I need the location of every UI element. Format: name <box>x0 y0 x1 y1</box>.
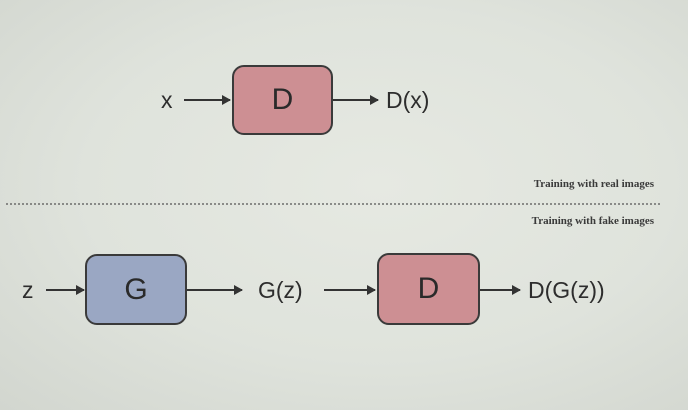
caption-real-images: Training with real images <box>533 178 654 190</box>
output-dgz-label: D(G(z)) <box>528 277 605 303</box>
gz-label: G(z) <box>258 277 303 303</box>
discriminator-label: D <box>271 83 294 116</box>
input-z-label: z <box>22 277 34 303</box>
generator-box: G <box>85 254 187 325</box>
discriminator-box-fake: D <box>377 253 480 325</box>
caption-fake-images: Training with fake images <box>531 215 654 227</box>
input-x-label: x <box>161 87 173 113</box>
discriminator-label-fake: D <box>417 272 440 305</box>
discriminator-box-real: D <box>232 65 333 135</box>
generator-label: G <box>124 272 148 306</box>
output-dx-label: D(x) <box>386 87 430 113</box>
